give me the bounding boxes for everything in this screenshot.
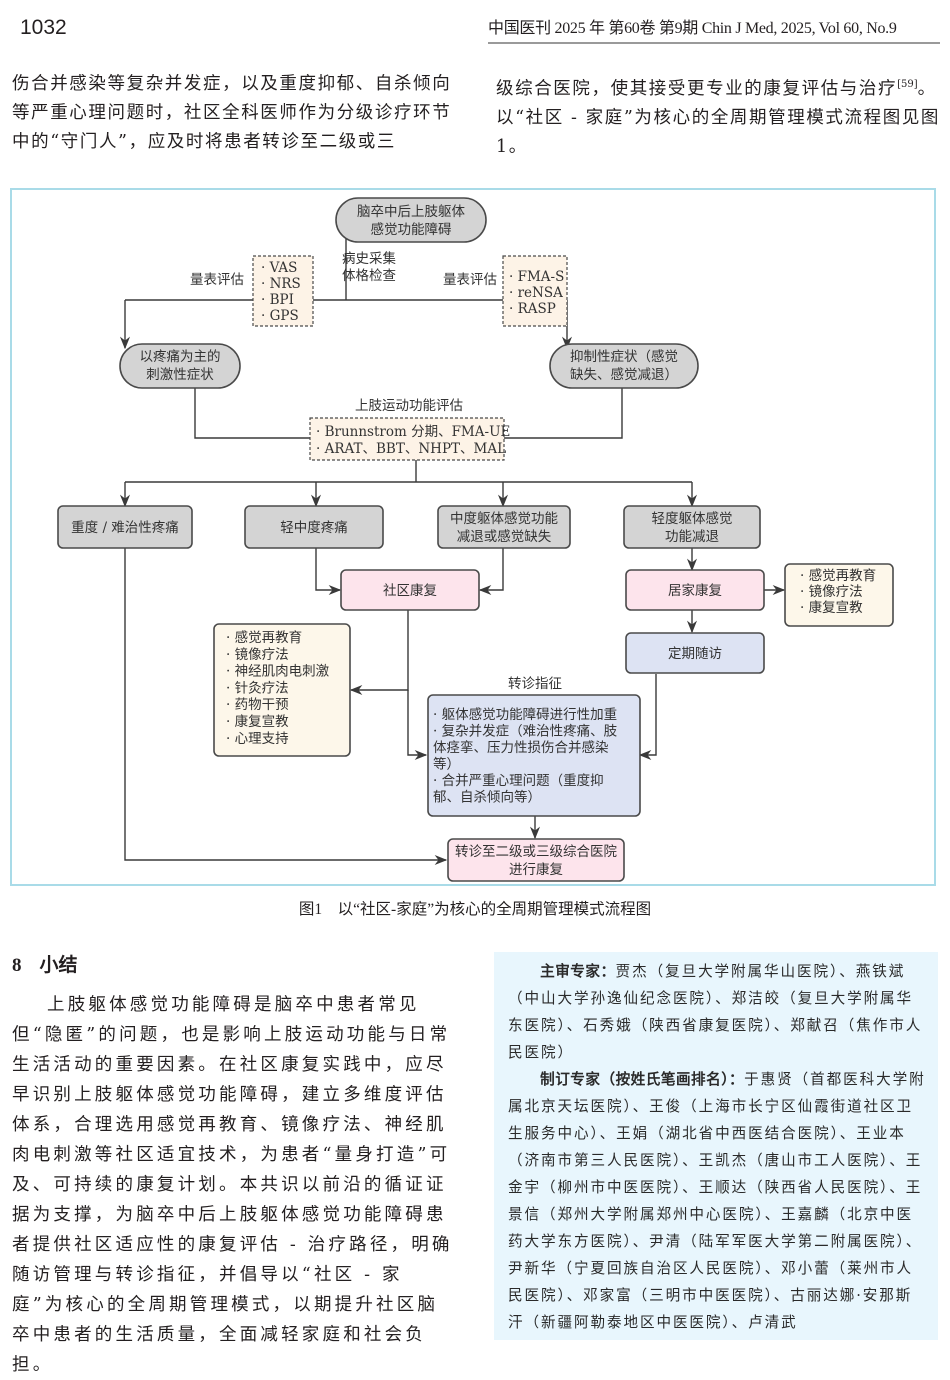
scale-right-label: 量表评估	[443, 272, 497, 288]
start-node	[335, 197, 487, 243]
motor-eval-box	[309, 417, 505, 461]
home-measures-item: · 镜像疗法	[800, 584, 863, 600]
mild-sensory-text: 功能减退	[665, 529, 719, 545]
chief-experts-paragraph: 主审专家：贾杰（复旦大学附属华山医院）、燕铁斌（中山大学孙逸仙纪念医院）、郑洁皎…	[508, 958, 928, 1066]
community-rehab-text: 社区康复	[383, 582, 437, 599]
motor-eval-item: · Brunnstrom 分期、FMA-UE	[316, 424, 510, 440]
mild-sensory-node	[623, 505, 761, 549]
regular-followup-node	[625, 632, 765, 674]
body-text-left-top: 伤合并感染等复杂并发症，以及重度抑郁、自杀倾向等严重心理问题时，社区全科医师作为…	[12, 74, 452, 152]
section-title: 小结	[39, 955, 78, 976]
chief-experts-text: 贾杰（复旦大学附属华山医院）、燕铁斌（中山大学孙逸仙纪念医院）、郑洁皎（复旦大学…	[508, 963, 923, 1061]
pain-irritative-node	[119, 343, 241, 389]
arrow-followup-to-referral	[638, 674, 657, 761]
figure-caption: 图1 以“社区-家庭”为核心的全周期管理模式流程图	[298, 901, 652, 918]
scale-left-item: · VAS	[261, 260, 297, 276]
referral-label: 转诊指征	[508, 676, 562, 692]
summary-paragraph: 上肢躯体感觉功能障碍是脑卒中患者常见但“隐匿”的问题，也是影响上肢运动功能与日常…	[12, 995, 453, 1375]
home-rehab-text: 居家康复	[668, 582, 722, 599]
scale-right-item: · FMA-S	[509, 269, 564, 285]
referral-indication-item: · 合并严重心理问题（重度抑	[433, 773, 604, 789]
scale-right-item: · reNSA	[509, 285, 563, 301]
inhibitory-text: 缺失、感觉减退）	[570, 366, 678, 383]
home-measures-node	[784, 563, 894, 627]
section-heading: 8 小结	[12, 950, 78, 977]
drafting-experts-paragraph: 制订专家（按姓氏笔画排名）：于惠贤（首都医科大学附属北京天坛医院）、王俊（上海市…	[508, 1066, 928, 1336]
referral-indications-node	[427, 694, 641, 817]
moderate-sensory-text: 中度躯体感觉功能	[450, 510, 558, 527]
scale-left-item: · BPI	[261, 292, 294, 308]
body-text-segment: 级综合医院，使其接受更专业的康复评估与治疗	[496, 78, 898, 99]
community-measures-item: · 心理支持	[226, 731, 289, 747]
chief-experts-label: 主审专家：	[540, 963, 616, 980]
body-text-segment: 。以“社区 - 家庭”为核心的全周期管理模式流程图见图 1。	[496, 78, 941, 157]
connector-pain-to-motor	[194, 377, 310, 439]
community-measures-item: · 镜像疗法	[226, 647, 289, 663]
drafting-experts-text: 于惠贤（首都医科大学附属北京天坛医院）、王俊（上海市长宁区仙霞街道社区卫生服务中…	[508, 1071, 926, 1331]
section-number: 8	[12, 955, 22, 976]
severe-pain-node	[57, 505, 193, 549]
scale-left-item: · NRS	[261, 276, 301, 292]
journal-running-header: 中国医刊 2025 年 第60卷 第9期 Chin J Med, 2025, V…	[488, 14, 940, 44]
inhibitory-text: 抑制性症状（感觉	[570, 348, 678, 365]
arrow-moderate-sensory-to-community	[478, 548, 504, 596]
arrow-community-to-referral	[407, 690, 428, 761]
flowchart-connectors	[119, 230, 786, 866]
mild-sensory-text: 轻度躯体感觉	[652, 510, 733, 527]
community-measures-node	[213, 623, 351, 757]
regular-followup-text: 定期随访	[668, 646, 722, 662]
motor-eval-label: 上肢运动功能评估	[355, 398, 463, 414]
home-rehab-node	[625, 569, 765, 611]
community-rehab-node	[340, 569, 480, 611]
community-measures-item: · 药物干预	[226, 697, 289, 713]
scale-left-box	[252, 255, 314, 327]
history-exam-label: 体格检查	[342, 268, 396, 284]
scale-right-item: · RASP	[509, 301, 556, 317]
inhibitory-node	[549, 343, 699, 389]
scale-left-item: · GPS	[261, 308, 299, 324]
scale-left-label: 量表评估	[190, 272, 244, 288]
community-measures-item: · 针灸疗法	[226, 680, 289, 696]
severe-pain-text: 重度 / 难治性疼痛	[71, 519, 179, 536]
home-measures-item: · 感觉再教育	[800, 567, 876, 584]
referral-indication-item: · 躯体感觉功能障碍进行性加重	[433, 706, 617, 723]
referral-indication-item: 等）	[433, 756, 460, 773]
mild-pain-node	[244, 505, 384, 549]
figure-frame: 脑卒中后上肢躯体感觉功能障碍病史采集体格检查 量表评估 · VAS· NRS· BP…	[10, 188, 936, 886]
connector-inhibitory-to-motor	[503, 377, 623, 439]
page-number: 1032	[20, 16, 67, 39]
referral-target-text: 进行康复	[509, 861, 563, 878]
scale-right-box	[502, 255, 568, 327]
referral-indication-item: 体痉挛、压力性损伤合并感染	[433, 739, 609, 756]
history-exam-label: 病史采集	[342, 251, 396, 267]
referral-indication-item: 郁、自杀倾向等）	[433, 789, 541, 806]
community-measures-item: · 感觉再教育	[226, 629, 302, 646]
motor-eval-item: · ARAT、BBT、NHPT、MAL	[316, 441, 506, 457]
referral-indication-item: · 复杂并发症（难治性疼痛、肢	[433, 723, 618, 740]
community-measures-item: · 神经肌肉电刺激	[226, 664, 330, 680]
expert-list-box: 主审专家：贾杰（复旦大学附属华山医院）、燕铁斌（中山大学孙逸仙纪念医院）、郑洁皎…	[494, 952, 938, 1340]
referral-target-text: 转诊至二级或三级综合医院	[455, 844, 617, 860]
pain-irritative-text: 刺激性症状	[146, 367, 214, 383]
drafting-experts-label: 制订专家（按姓氏笔画排名）：	[540, 1071, 745, 1088]
moderate-sensory-node	[437, 505, 571, 549]
body-text-right-top: 级综合医院，使其接受更专业的康复评估与治疗[59]。以“社区 - 家庭”为核心的…	[496, 70, 944, 162]
start-node-text: 脑卒中后上肢躯体	[357, 204, 465, 220]
citation-reference: [59]	[897, 79, 918, 90]
mild-pain-text: 轻中度疼痛	[280, 519, 348, 536]
community-measures-item: · 康复宣教	[226, 713, 289, 730]
referral-target-node	[447, 838, 625, 882]
start-node-text: 感觉功能障碍	[371, 221, 452, 238]
arrow-severe-to-referral-target	[124, 548, 448, 866]
arrow-community-to-measures	[349, 610, 409, 696]
pain-irritative-text: 以疼痛为主的	[140, 348, 221, 365]
moderate-sensory-text: 减退或感觉缺失	[457, 528, 552, 545]
arrow-mild-pain-to-community	[315, 548, 342, 596]
home-measures-item: · 康复宣教	[800, 599, 863, 616]
